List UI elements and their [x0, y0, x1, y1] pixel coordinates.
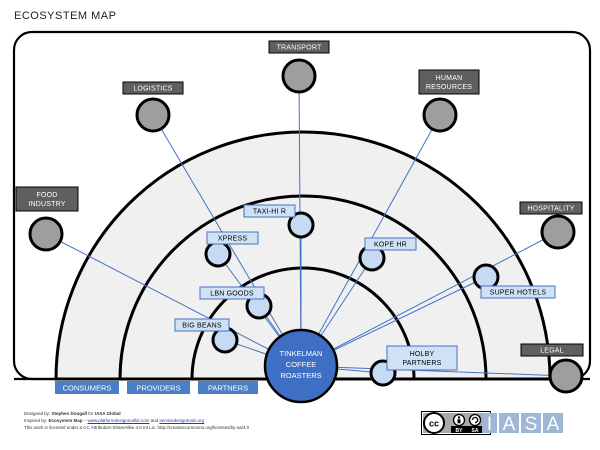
center-node-label: COFFEE [286, 360, 316, 369]
label-text-lbn-goods: LBN GOODS [210, 291, 254, 298]
footer-text: – [82, 418, 88, 423]
logo-letter: A [547, 414, 560, 435]
sa-label: SA [472, 428, 479, 434]
connector-legal [300, 365, 567, 377]
ring-label-providers [127, 381, 190, 394]
share-alike-icon [468, 413, 482, 427]
label-box-kope-hr [364, 237, 417, 251]
node-human-resources[interactable] [422, 97, 458, 133]
center-node-label: TINKELMAN [280, 349, 323, 358]
nodes [28, 58, 584, 404]
footer-author: Stephen Dougall [51, 411, 88, 416]
label-text-super-hotels: SUPER HOTELS [490, 290, 547, 297]
label-text-holby-partners: PARTNERS [402, 360, 441, 367]
node-legal[interactable] [548, 358, 584, 394]
footer-inspired-by: Inspired by: Ecosystem Map – www.platfor… [24, 418, 204, 423]
node-super-hotels[interactable] [472, 263, 500, 291]
footer-link[interactable]: www.platformdesigntoolkit.com [87, 418, 150, 423]
label-box-logistics [122, 81, 184, 95]
cc-license-badge: cc BY SA [421, 411, 491, 435]
label-text-transport: TRANSPORT [277, 45, 322, 52]
node-food-industry[interactable] [28, 216, 64, 252]
label-text-human-resources: HUMAN [436, 75, 463, 82]
footer-text: and [149, 418, 160, 423]
connector-food-industry [45, 233, 302, 367]
label-box-big-beans [174, 318, 230, 332]
ring-label-text: PROVIDERS [136, 384, 180, 393]
cc-icon [423, 412, 445, 434]
footer-text: Designed by: [24, 411, 52, 416]
label-text-human-resources: RESOURCES [426, 84, 472, 91]
label-box-transport [268, 40, 330, 54]
node-hospitality[interactable] [540, 214, 576, 250]
label-box-super-hotels [480, 285, 556, 299]
label-box-holby-partners [386, 345, 458, 371]
label-text-logistics: LOGISTICS [133, 86, 172, 93]
label-text-xpress: XPRESS [218, 236, 248, 243]
footer-text: Inspired by: [24, 418, 49, 423]
node-transport[interactable] [281, 58, 317, 94]
ring-label-consumers [55, 381, 119, 394]
ring-label-text: CONSUMERS [63, 384, 112, 393]
label-text-hospitality: HOSPITALITY [527, 206, 574, 213]
logo-letter: I [487, 414, 492, 435]
label-text-taxi-hi-r: TAXI-HI R [253, 209, 286, 216]
label-box-taxi-hi-r [243, 204, 296, 218]
center-node[interactable] [263, 328, 339, 404]
iasa-logo: I A S A [482, 413, 563, 435]
node-big-beans[interactable] [211, 326, 239, 354]
label-box-xpress [206, 231, 259, 245]
label-box-human-resources [418, 69, 480, 95]
footer-designed-by: Designed by: Stephen Dougall for IASA Gl… [24, 411, 121, 416]
ring-label-text: PARTNERS [208, 384, 248, 393]
center-node-label: ROASTERS [280, 371, 321, 380]
footer-org: IASA Global [94, 411, 121, 416]
node-xpress[interactable] [204, 240, 232, 268]
footer-link[interactable]: servicedesigntools.org [159, 418, 205, 423]
label-box-legal [520, 343, 584, 357]
labels: TRANSPORT LOGISTICS HUMAN RESOURCES FOOD INDU… [15, 40, 584, 394]
label-box-hospitality [519, 201, 583, 215]
node-taxi-hi-r[interactable] [287, 211, 315, 239]
by-label: BY [456, 428, 464, 434]
page-title: ECOSYSTEM MAP [14, 10, 117, 22]
label-text-food-industry: FOOD [36, 192, 57, 199]
label-box-lbn-goods [199, 286, 265, 300]
node-logistics[interactable] [135, 97, 171, 133]
logo-letter: S [525, 414, 538, 435]
footer-license: This work is licensed under a CC Attribu… [24, 425, 250, 430]
ring-label-partners [198, 381, 258, 394]
label-text-holby-partners: HOLBY [410, 351, 435, 358]
label-text-big-beans: BIG BEANS [182, 323, 222, 330]
logo-letter: A [503, 414, 516, 435]
footer-source: Ecosystem Map [48, 418, 83, 423]
label-text-food-industry: INDUSTRY [28, 201, 65, 208]
label-text-kope-hr: KOPE HR [374, 242, 407, 249]
connector-hospitality [300, 231, 559, 367]
footer-text: for [87, 411, 95, 416]
label-text-legal: LEGAL [540, 348, 564, 355]
label-box-food-industry [15, 186, 79, 212]
cc-text: cc [429, 419, 439, 429]
